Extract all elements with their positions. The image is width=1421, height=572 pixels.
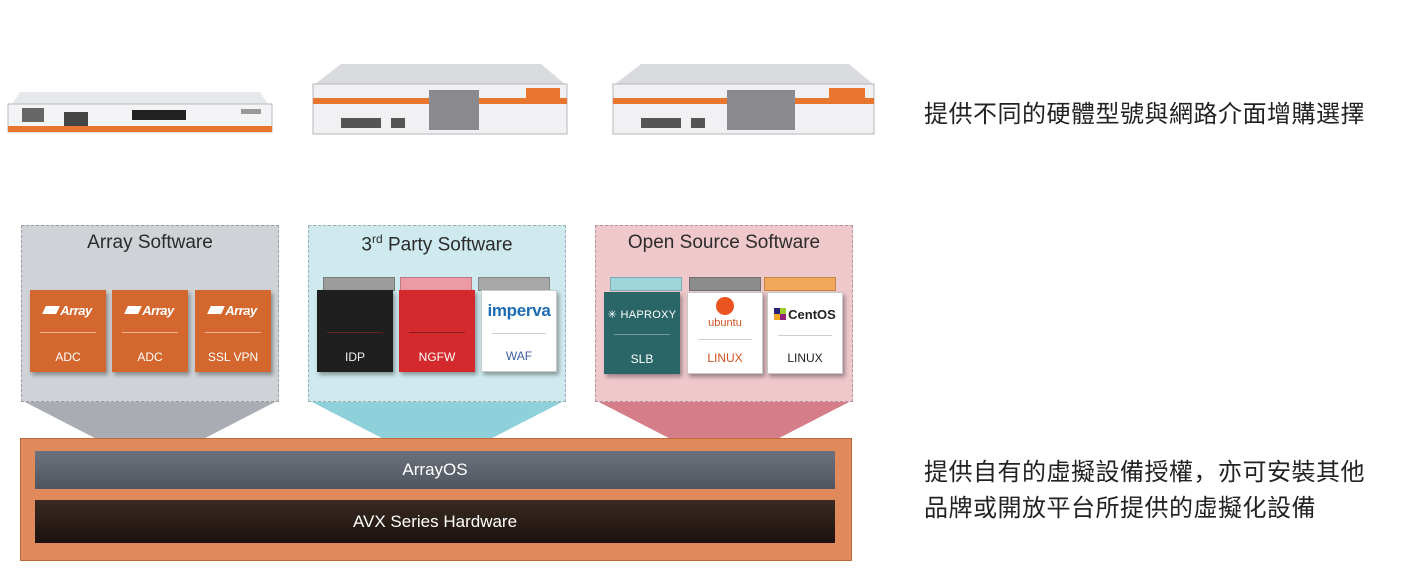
array-logo: Array [195, 303, 271, 318]
ubuntu-logo: ubuntu [708, 317, 742, 329]
third-party-software-panel: 3rd Party Software IDP NGFW imperva WAF [308, 225, 566, 402]
array-logo: Array [112, 303, 188, 318]
imperva-logo: imperva [487, 301, 551, 320]
virtual-description-line-1: 提供自有的虛擬設備授權，亦可安裝其他 [924, 458, 1365, 486]
card-label: NGFW [418, 350, 456, 364]
ubuntu-linux-card: ubuntu LINUX [687, 292, 763, 374]
avx-hardware-layer: AVX Series Hardware [35, 500, 835, 543]
panel-title: Array Software [87, 232, 213, 253]
haproxy-slb-card: ✳ HAPROXY SLB [604, 292, 680, 374]
card-label: ADC [137, 350, 163, 364]
centos-linux-card: CentOS LINUX [767, 292, 843, 374]
appliance-2u-large-image [611, 62, 876, 136]
card-back-tab [610, 277, 682, 291]
card-back-tab [764, 277, 836, 291]
array-software-panel: Array Software Array ADC Array ADC Array… [21, 225, 279, 402]
appliance-2u-image [311, 62, 569, 136]
idp-card: IDP [317, 290, 393, 372]
platform-base: ArrayOS AVX Series Hardware [20, 438, 852, 561]
array-sslvpn-card: Array SSL VPN [195, 290, 271, 372]
card-back-tab [400, 277, 472, 291]
hardware-description: 提供不同的硬體型號與網路介面增購選擇 [924, 100, 1365, 128]
card-label: ADC [55, 350, 81, 364]
card-label: SSL VPN [207, 350, 259, 364]
array-adc-card: Array ADC [112, 290, 188, 372]
card-back-tab [478, 277, 550, 291]
ngfw-card: NGFW [399, 290, 475, 372]
ubuntu-icon [716, 297, 734, 315]
panel-title: Open Source Software [627, 232, 821, 253]
centos-icon [774, 308, 787, 320]
card-label: WAF [505, 349, 533, 363]
haproxy-logo: ✳ HAPROXY [607, 309, 677, 321]
array-logo: Array [30, 303, 106, 318]
open-source-software-panel: Open Source Software ✳ HAPROXY SLB ubunt… [595, 225, 853, 402]
card-label: LINUX [787, 351, 823, 365]
card-label: IDP [344, 350, 365, 364]
array-adc-card: Array ADC [30, 290, 106, 372]
panel-title: 3rd Party Software [361, 232, 513, 256]
panel-funnels [21, 400, 853, 451]
centos-logo: CentOS [768, 307, 842, 322]
arrayos-layer: ArrayOS [35, 451, 835, 489]
waf-card: imperva WAF [481, 290, 557, 372]
appliance-1u-image [6, 82, 274, 136]
card-back-tab [689, 277, 761, 291]
virtual-description: 提供自有的虛擬設備授權，亦可安裝其他 品牌或開放平台所提供的虛擬化設備 [924, 454, 1365, 526]
card-back-tab [323, 277, 395, 291]
card-label: LINUX [707, 351, 743, 365]
card-label: SLB [630, 352, 654, 366]
virtual-description-line-2: 品牌或開放平台所提供的虛擬化設備 [924, 494, 1316, 522]
